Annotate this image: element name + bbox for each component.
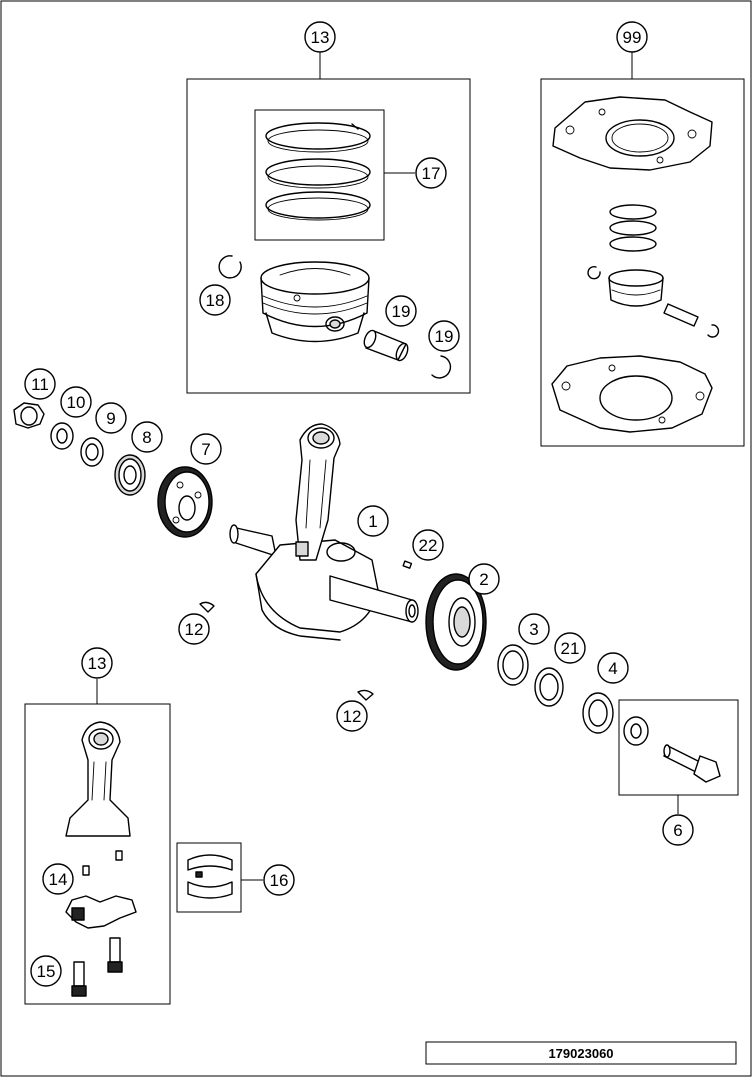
svg-text:16: 16 (270, 871, 289, 890)
piston-pin-drawing (363, 329, 409, 362)
bearing-shell-box (176, 842, 242, 913)
lock-washer-drawing (582, 692, 614, 734)
svg-text:6: 6 (673, 821, 682, 840)
svg-text:13: 13 (311, 28, 330, 47)
callout-7[interactable]: 7 (190, 433, 222, 465)
callout-17[interactable]: 13 (304, 21, 336, 53)
callout-15[interactable]: 15 (30, 955, 62, 987)
svg-text:99: 99 (623, 28, 642, 47)
gear-left-drawing (157, 466, 213, 538)
callout-6[interactable]: 6 (662, 814, 694, 846)
svg-text:15: 15 (37, 962, 56, 981)
callout-19-left[interactable]: 18 (199, 284, 231, 316)
callout-1[interactable]: 1 (357, 505, 389, 537)
svg-text:14: 14 (49, 870, 68, 889)
callout-10[interactable]: 10 (60, 386, 92, 418)
piston-rings-drawing (265, 122, 371, 221)
callout-2[interactable]: 2 (468, 563, 500, 595)
svg-text:17: 17 (422, 164, 441, 183)
svg-text:13: 13 (88, 654, 107, 673)
callout-99[interactable]: 99 (616, 21, 648, 53)
dowel-pin-drawing (402, 560, 413, 569)
diagram-id-text: 179023060 (548, 1046, 613, 1061)
svg-text:4: 4 (608, 659, 617, 678)
bearing-shells-drawing (187, 854, 233, 899)
svg-text:7: 7 (201, 440, 210, 459)
svg-text:1: 1 (368, 512, 377, 531)
circlip-right-drawing (431, 355, 452, 379)
woodruff-key-lower-drawing (357, 689, 374, 701)
crankshaft-drawing (229, 423, 419, 641)
callout-4[interactable]: 4 (597, 652, 629, 684)
svg-text:18: 18 (206, 291, 225, 310)
piston-drawing (260, 261, 370, 343)
callout-13[interactable]: 13 (81, 647, 113, 679)
callout-11[interactable]: 11 (24, 368, 56, 400)
woodruff-key-upper-drawing (199, 601, 215, 613)
callout-layer: 13 99 17 18 19 19 11 10 9 8 7 1 22 2 12 … (24, 21, 694, 987)
callout-19-right[interactable]: 19 (428, 320, 460, 352)
nut-washer-gear-stack-drawing (13, 402, 146, 496)
conrod-drawing (65, 721, 137, 997)
ring-set-box (254, 109, 385, 241)
callout-18[interactable]: 17 (415, 157, 447, 189)
svg-text:22: 22 (419, 536, 438, 555)
svg-text:12: 12 (343, 707, 362, 726)
leader-lines (96, 52, 679, 881)
callout-22[interactable]: 22 (412, 529, 444, 561)
callout-3[interactable]: 3 (518, 613, 550, 645)
svg-text:3: 3 (529, 620, 538, 639)
callout-9[interactable]: 9 (95, 402, 127, 434)
cylinder-kit-box (540, 78, 745, 447)
screw-kit-drawing (623, 716, 721, 783)
gear-right-drawing (425, 573, 487, 671)
callout-16[interactable]: 16 (263, 864, 295, 896)
circlip-left-drawing (218, 255, 242, 279)
svg-text:10: 10 (67, 393, 86, 412)
svg-text:2: 2 (479, 570, 488, 589)
svg-text:12: 12 (185, 620, 204, 639)
svg-text:21: 21 (561, 639, 580, 658)
diagram-id-box: 179023060 (425, 1041, 737, 1065)
cylinder-kit-drawing (551, 96, 720, 433)
svg-text:8: 8 (142, 428, 151, 447)
callout-8[interactable]: 8 (131, 421, 163, 453)
svg-text:9: 9 (106, 409, 115, 428)
svg-text:11: 11 (31, 375, 49, 394)
svg-text:19: 19 (435, 327, 454, 346)
screw-kit-box (618, 699, 739, 796)
callout-21[interactable]: 21 (554, 632, 586, 664)
svg-text:19: 19 (392, 302, 411, 321)
callout-20[interactable]: 19 (385, 295, 417, 327)
callout-12-lower[interactable]: 12 (336, 700, 368, 732)
piston-group-box (186, 78, 471, 394)
callout-12-upper[interactable]: 12 (178, 613, 210, 645)
callout-14[interactable]: 14 (42, 863, 74, 895)
